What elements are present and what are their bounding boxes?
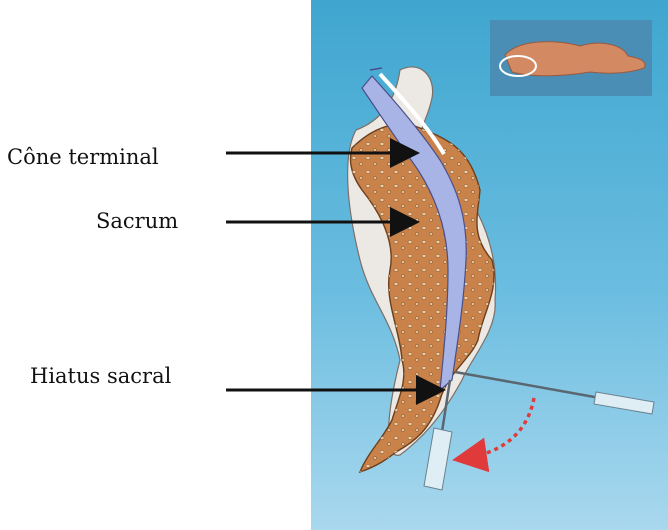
needle-rotation-arrow (466, 398, 534, 458)
patient-position-thumbnail (490, 20, 652, 96)
needle-lateral (455, 372, 654, 414)
